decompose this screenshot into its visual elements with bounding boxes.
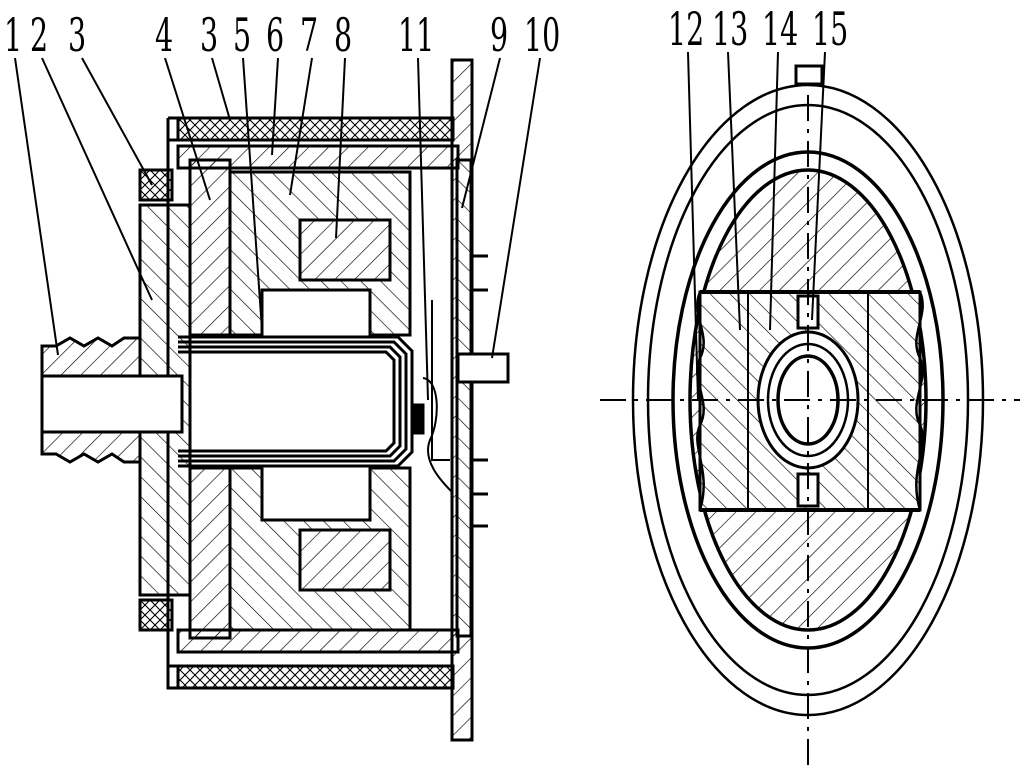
leader-lines-right xyxy=(687,51,826,401)
outer-sleeve-top xyxy=(176,116,455,142)
bearing-housing-top xyxy=(188,158,232,337)
side-section-view xyxy=(40,58,510,742)
shaft-stub xyxy=(456,352,510,384)
leader-lines-left xyxy=(14,57,541,401)
sensor-element xyxy=(411,403,425,435)
wavy-edge-left xyxy=(696,291,705,511)
terminal-pins xyxy=(472,254,488,528)
bearing-housing-bottom xyxy=(188,466,232,640)
centre-lines xyxy=(600,95,1020,765)
wavy-edge-right xyxy=(915,291,924,511)
seal-block-top xyxy=(138,168,174,202)
inner-sleeve-top xyxy=(176,144,460,170)
outer-sleeve-bottom xyxy=(176,664,455,690)
top-key xyxy=(794,64,824,86)
sensor-lead xyxy=(422,377,453,493)
seal-block-bottom xyxy=(138,598,174,632)
casing-shell xyxy=(166,116,453,690)
multilayer-tube xyxy=(178,335,414,468)
